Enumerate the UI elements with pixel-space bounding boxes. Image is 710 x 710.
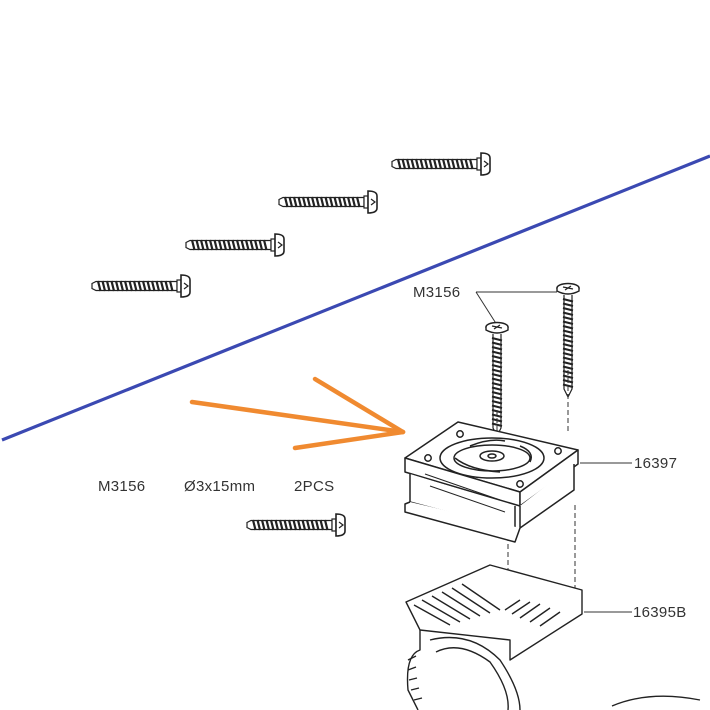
screw-part-label: M3156 — [413, 284, 460, 301]
screw-callout: M3156 — [413, 284, 557, 326]
heatsink-callout: 16395B — [584, 604, 687, 621]
screw-2 — [277, 189, 379, 215]
loose-screws — [90, 151, 492, 299]
spec-size: Ø3x15mm — [184, 478, 255, 495]
parts-spec: M3156 Ø3x15mm 2PCS — [98, 478, 347, 538]
cooling-fan — [404, 421, 579, 543]
screw-4 — [90, 273, 192, 299]
heatsink — [405, 564, 701, 710]
screw-1 — [390, 151, 492, 177]
fan-callout: 16397 — [580, 455, 677, 472]
spec-screw — [245, 512, 347, 538]
screw-3 — [184, 232, 286, 258]
fan-part-label: 16397 — [634, 455, 677, 472]
divider-line — [1, 154, 710, 442]
spec-quantity: 2PCS — [294, 478, 334, 495]
orange-arrow — [189, 376, 406, 451]
heatsink-part-label: 16395B — [633, 604, 687, 621]
spec-part-number: M3156 — [98, 478, 145, 495]
